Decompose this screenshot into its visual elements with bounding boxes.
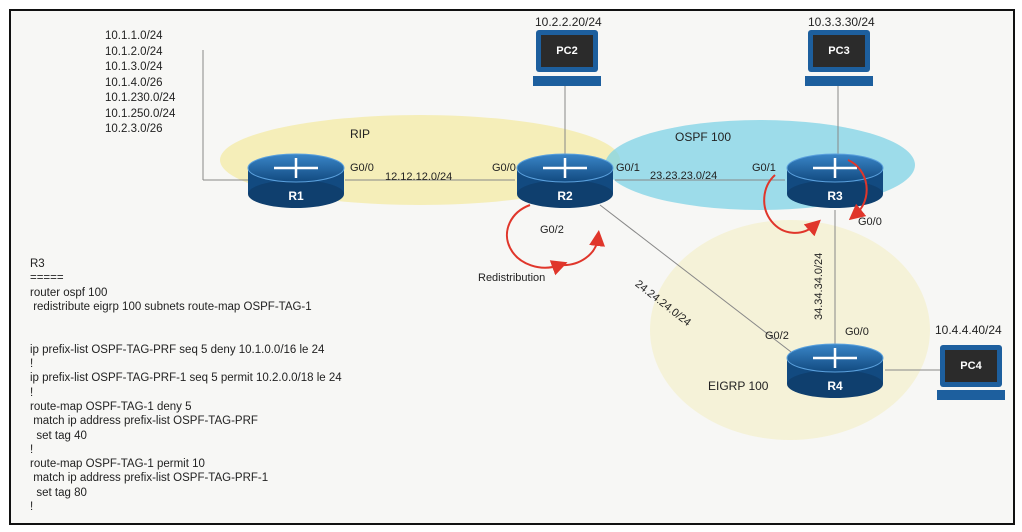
pc2-icon xyxy=(533,30,601,86)
route: 10.1.250.0/24 xyxy=(105,107,176,120)
r4-g00: G0/0 xyxy=(845,326,869,338)
pc4-icon xyxy=(937,345,1005,400)
router-r2-label: R2 xyxy=(557,189,573,203)
config-line: ip prefix-list OSPF-TAG-PRF-1 seq 5 perm… xyxy=(30,372,342,385)
config-line: set tag 80 xyxy=(30,486,87,499)
config-line: ip prefix-list OSPF-TAG-PRF seq 5 deny 1… xyxy=(30,343,325,356)
r3-g01: G0/1 xyxy=(752,162,776,174)
eigrp-label: EIGRP 100 xyxy=(708,379,769,393)
pc3-icon xyxy=(805,30,873,86)
link-r2-r3: 23.23.23.0/24 xyxy=(650,170,718,182)
ospf-label: OSPF 100 xyxy=(675,130,732,144)
r2-g02: G0/2 xyxy=(540,224,564,236)
links xyxy=(202,50,940,371)
route: 10.1.3.0/24 xyxy=(105,61,163,73)
route: 10.2.3.0/26 xyxy=(105,123,163,135)
config-line: R3 xyxy=(30,258,45,270)
r4-g02: G0/2 xyxy=(765,330,789,342)
route: 10.1.2.0/24 xyxy=(105,45,163,58)
pcs xyxy=(533,30,1005,400)
config-line xyxy=(30,314,342,328)
router-r2-icon xyxy=(516,153,614,208)
pc4-address: 10.4.4.40/24 xyxy=(935,323,1002,337)
router-r4-label: R4 xyxy=(827,379,843,393)
route: 10.1.4.0/26 xyxy=(105,76,163,89)
rip-label: RIP xyxy=(350,127,371,141)
r3-config: R3 =====router ospf 100 redistribute eigr… xyxy=(30,257,342,514)
router-r1-icon xyxy=(247,153,345,208)
config-line: route-map OSPF-TAG-1 permit 10 xyxy=(30,458,205,471)
config-line: ! xyxy=(30,386,34,399)
route: 10.1.1.0/24 xyxy=(105,30,163,42)
router-r3-icon xyxy=(786,153,884,208)
pc4-label: PC4 xyxy=(960,360,982,372)
eigrp-domain xyxy=(650,220,930,440)
pc2-address: 10.2.2.20/24 xyxy=(535,15,602,29)
config-line: match ip address prefix-list OSPF-TAG-PR… xyxy=(30,415,258,428)
r2-g01: G0/1 xyxy=(616,162,640,174)
config-line: ===== xyxy=(30,272,64,285)
config-line: ! xyxy=(30,501,34,514)
r3-g00: G0/0 xyxy=(858,216,882,228)
router-r4-icon xyxy=(786,343,884,398)
config-line: route-map OSPF-TAG-1 deny 5 xyxy=(30,400,192,413)
r1-route-list: 10.1.1.0/24 10.1.2.0/24 10.1.3.0/24 10.1… xyxy=(105,29,175,138)
pc3-address: 10.3.3.30/24 xyxy=(808,15,875,29)
config-line: match ip address prefix-list OSPF-TAG-PR… xyxy=(30,472,269,485)
pc2-label: PC2 xyxy=(556,45,578,57)
config-line xyxy=(30,328,342,342)
redistribution-arrows xyxy=(505,159,868,276)
link-r1-r2: 12.12.12.0/24 xyxy=(385,171,453,183)
link-r3-r4: 34.34.34.0/24 xyxy=(813,252,825,320)
pc3-label: PC3 xyxy=(828,45,850,57)
config-line: redistribute eigrp 100 subnets route-map… xyxy=(30,300,312,313)
router-r1-label: R1 xyxy=(288,189,304,203)
r1-g00: G0/0 xyxy=(350,162,374,174)
r2-g00: G0/0 xyxy=(492,162,516,174)
config-line: ! xyxy=(30,443,34,456)
router-r3-label: R3 xyxy=(827,189,843,203)
config-line: ! xyxy=(30,358,34,371)
redistribution-label: Redistribution xyxy=(478,272,546,284)
route: 10.1.230.0/24 xyxy=(105,92,176,104)
config-line: router ospf 100 xyxy=(30,286,108,299)
config-line: set tag 40 xyxy=(30,429,87,442)
